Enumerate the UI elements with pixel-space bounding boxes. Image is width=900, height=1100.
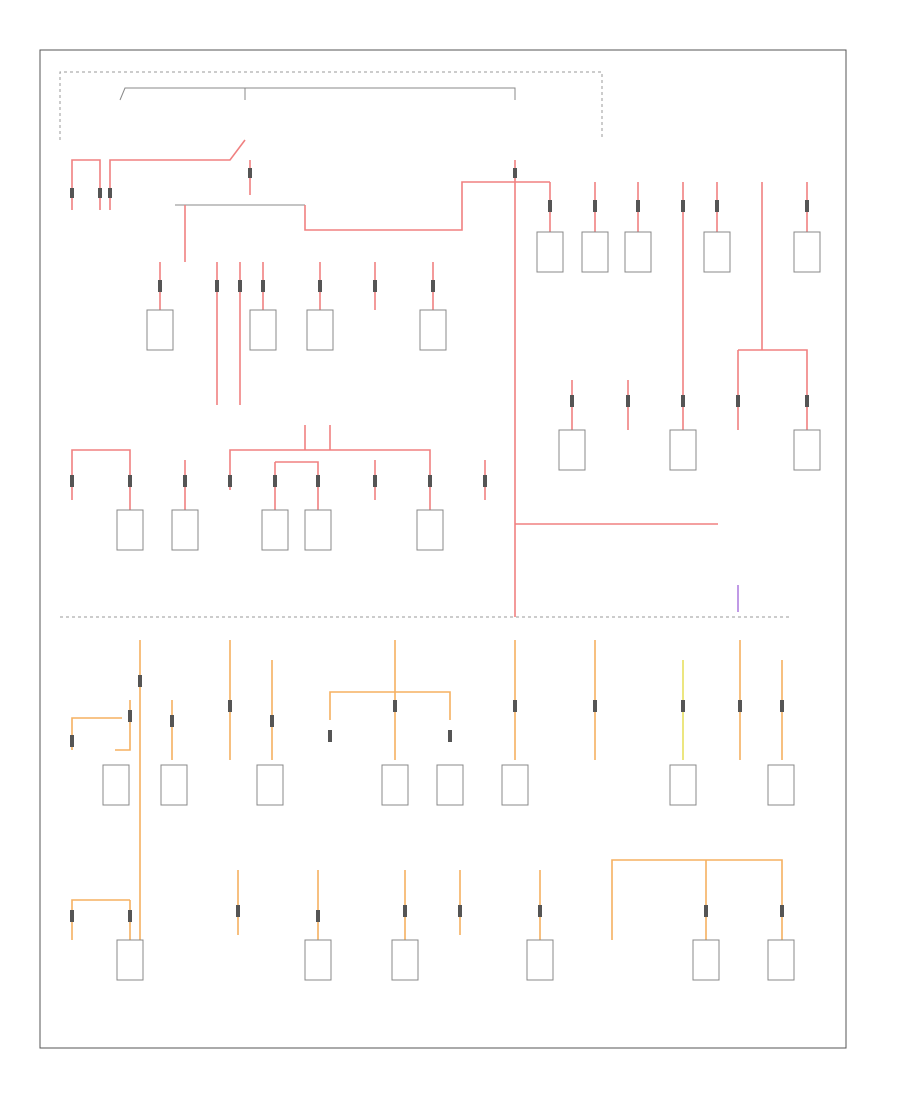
- diagram-frame: [39, 49, 847, 1049]
- underhood-fuse-block-outline: [59, 71, 603, 140]
- component-boxes-upper: [116, 231, 821, 551]
- fuse-connectors-upper: [70, 168, 809, 487]
- battery-feed-wiring: [71, 87, 808, 617]
- component-boxes-lower: [102, 764, 795, 981]
- fuse-connectors-lower: [70, 675, 784, 922]
